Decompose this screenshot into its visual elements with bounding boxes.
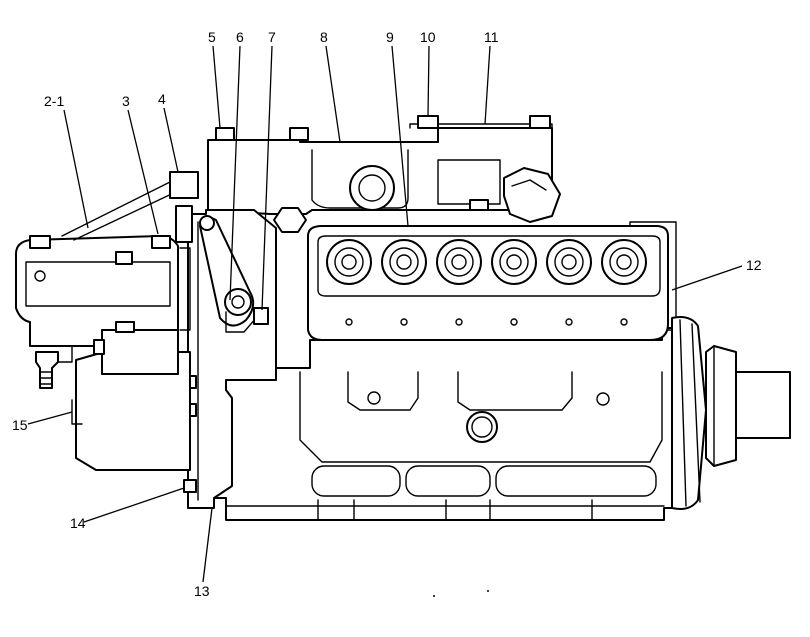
callout-5: 5	[208, 29, 216, 45]
callout-12: 12	[746, 257, 762, 273]
governor-housing	[15, 171, 199, 471]
callout-15: 15	[12, 417, 28, 433]
callout-4: 4	[158, 91, 166, 107]
callout-11: 11	[484, 29, 499, 45]
callout-13: 13	[194, 583, 210, 599]
callout-10: 10	[420, 29, 436, 45]
callout-8: 8	[320, 29, 328, 45]
callout-14: 14	[70, 515, 86, 531]
control-lever	[199, 215, 269, 333]
drive-coupling	[671, 316, 791, 510]
delivery-valve-housing	[307, 221, 677, 341]
leader-lines	[27, 45, 743, 583]
delivery-valves	[326, 239, 647, 285]
callout-3: 3	[122, 93, 130, 109]
callout-2-1: 2-1	[44, 93, 64, 109]
callout-labels: 2-1 3 4 5 6 7 8 9 10 11 12 13 14 15	[12, 29, 762, 599]
callout-9: 9	[386, 29, 394, 45]
mounting-holes	[345, 318, 628, 326]
upper-cover	[207, 115, 561, 233]
callout-6: 6	[236, 29, 244, 45]
callout-7: 7	[268, 29, 276, 45]
